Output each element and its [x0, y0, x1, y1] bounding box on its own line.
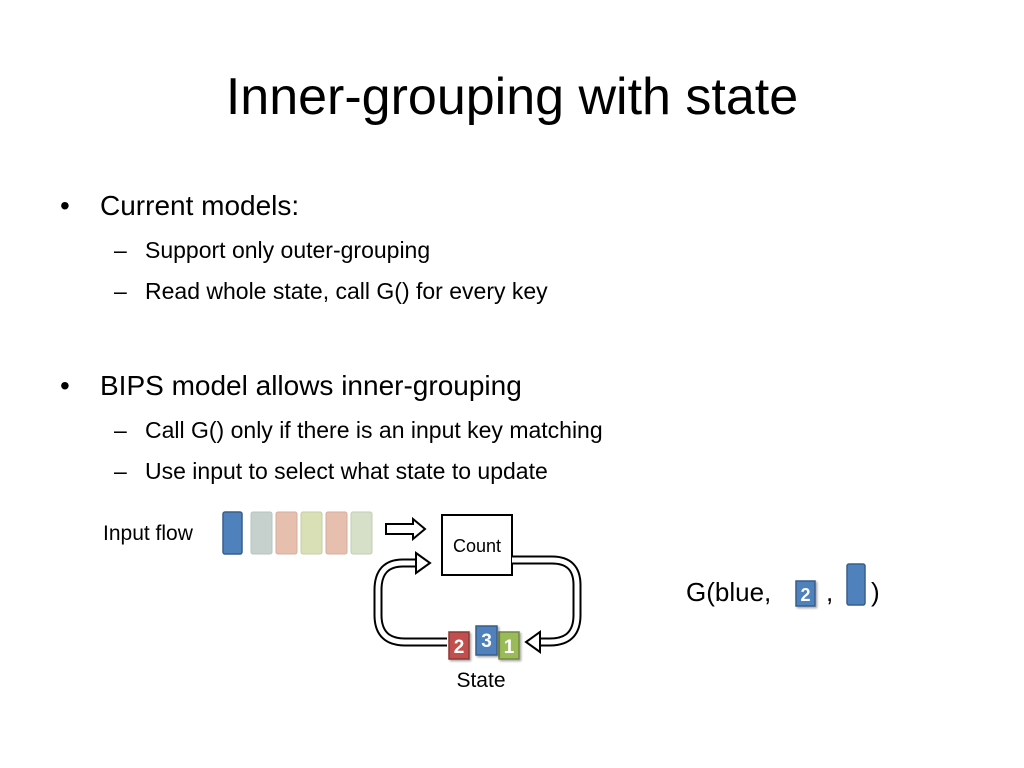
- function-call-separator: ,: [826, 577, 833, 607]
- function-input-item: [846, 563, 866, 606]
- flow-arrow-icon: [385, 516, 427, 542]
- state-box-blue-label: 3: [481, 631, 492, 652]
- loop-arrow-left-outline: [373, 558, 447, 647]
- state-box-green-label: 1: [504, 637, 515, 658]
- state-box-red-label: 2: [454, 637, 465, 658]
- loop-arrow-right-outline: [512, 555, 582, 647]
- function-call-suffix: ): [871, 577, 880, 607]
- bullet-marker: •: [60, 190, 70, 221]
- state-box-red: [448, 631, 470, 660]
- input-item-faded: [350, 511, 373, 555]
- function-state-box-label: 2: [800, 585, 810, 605]
- slide-title: Inner-grouping with state: [225, 68, 799, 126]
- sub-bullet-text: Call G() only if there is an input key m…: [145, 417, 603, 443]
- input-item-faded: [300, 511, 323, 555]
- sub-bullet-use-input: –Use input to select what state to updat…: [114, 455, 548, 487]
- sub-bullet-text: Use input to select what state to update: [145, 458, 548, 484]
- input-item-faded: [250, 511, 273, 555]
- loop-arrow-left-head-icon: [415, 551, 432, 575]
- input-item-faded: [325, 511, 348, 555]
- bullet-bips-model: • BIPS model allows inner-grouping: [60, 366, 522, 406]
- input-item-faded: [275, 511, 298, 555]
- sub-bullet-marker: –: [114, 458, 127, 484]
- state-box-green: [498, 631, 520, 660]
- loop-arrow-left-fill: [375, 560, 447, 645]
- loop-arrow-right-head-icon: [524, 630, 541, 654]
- sub-bullet-marker: –: [114, 278, 127, 304]
- sub-bullet-read-whole-state: –Read whole state, call G() for every ke…: [114, 275, 548, 307]
- function-call-expression: G(blue, 2 , ): [686, 563, 880, 607]
- loop-arrow-right-fill: [512, 557, 580, 645]
- count-label: Count: [453, 536, 501, 556]
- state-store: 2 1 3: [448, 625, 520, 660]
- bullet-current-models: • Current models:: [60, 186, 299, 226]
- state-label: State: [456, 669, 505, 692]
- function-call-prefix: G(blue,: [686, 577, 771, 607]
- state-box-blue: [475, 625, 498, 656]
- sub-bullet-marker: –: [114, 237, 127, 263]
- bullet-marker: •: [60, 370, 70, 401]
- sub-bullet-outer-grouping: –Support only outer-grouping: [114, 234, 430, 266]
- input-flow-label: Input flow: [103, 522, 194, 545]
- count-operator-box: [441, 514, 513, 576]
- sub-bullet-text: Read whole state, call G() for every key: [145, 278, 548, 304]
- sub-bullet-text: Support only outer-grouping: [145, 237, 431, 263]
- sub-bullet-call-g-only: –Call G() only if there is an input key …: [114, 414, 603, 446]
- sub-bullet-marker: –: [114, 417, 127, 443]
- input-item-active: [222, 511, 243, 555]
- bullet-text: BIPS model allows inner-grouping: [100, 370, 522, 401]
- input-flow-queue: [250, 511, 373, 555]
- function-state-box: [795, 580, 816, 607]
- bullet-text: Current models:: [100, 190, 300, 221]
